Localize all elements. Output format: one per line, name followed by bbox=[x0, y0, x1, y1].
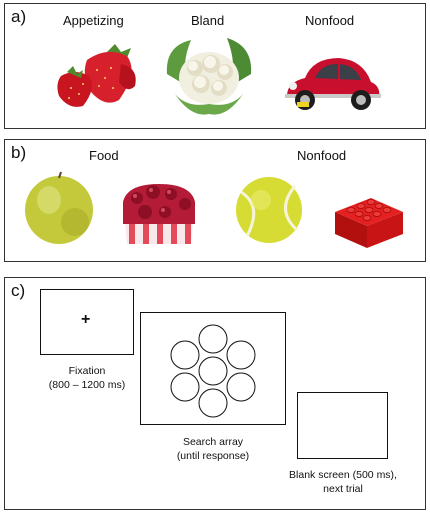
berry-cake-image bbox=[123, 184, 195, 244]
panel-c: c) + Fixation (800 – 1200 ms) Search arr… bbox=[4, 277, 426, 510]
red-car-image bbox=[285, 58, 381, 110]
blank-caption-line1: Blank screen (500 ms), bbox=[289, 469, 397, 481]
fixation-screen: + bbox=[40, 289, 134, 355]
search-caption-line2: (until response) bbox=[176, 450, 250, 462]
blank-caption-line2: next trial bbox=[323, 483, 363, 495]
search-circle bbox=[170, 340, 200, 370]
panel-b-label: b) bbox=[11, 143, 27, 162]
panel-a: a) Appetizing Bland Nonfood bbox=[4, 3, 426, 129]
search-array-circles bbox=[170, 324, 256, 418]
caption-appetizing: Appetizing bbox=[63, 13, 124, 28]
search-caption: Search array (until response) bbox=[155, 435, 271, 463]
blank-caption: Blank screen (500 ms), next trial bbox=[279, 468, 407, 496]
fixation-cross: + bbox=[81, 311, 91, 328]
caption-food: Food bbox=[89, 148, 119, 163]
search-array-screen bbox=[140, 312, 286, 425]
search-circle bbox=[226, 372, 256, 402]
cauliflower-image bbox=[166, 38, 252, 115]
blank-screen bbox=[297, 392, 388, 459]
fixation-caption-line2: (800 – 1200 ms) bbox=[48, 379, 126, 391]
panel-a-label: a) bbox=[11, 7, 27, 26]
search-circle bbox=[198, 388, 228, 418]
search-circle bbox=[198, 324, 228, 354]
fixation-caption-line1: Fixation bbox=[68, 365, 106, 377]
caption-nonfood-a: Nonfood bbox=[305, 13, 355, 28]
panel-c-label: c) bbox=[11, 281, 26, 300]
search-caption-line1: Search array bbox=[182, 436, 244, 448]
caption-bland: Bland bbox=[191, 13, 225, 28]
search-circle bbox=[198, 356, 228, 386]
strawberries-image bbox=[57, 44, 136, 107]
tennis-ball-image bbox=[236, 177, 302, 243]
search-circle bbox=[170, 372, 200, 402]
search-circle bbox=[226, 340, 256, 370]
caption-nonfood-b: Nonfood bbox=[297, 148, 347, 163]
apple-image bbox=[25, 171, 93, 244]
fixation-caption: Fixation (800 – 1200 ms) bbox=[35, 364, 139, 392]
lego-brick-image bbox=[335, 198, 403, 248]
panel-b: b) Food Nonfood bbox=[4, 139, 426, 262]
